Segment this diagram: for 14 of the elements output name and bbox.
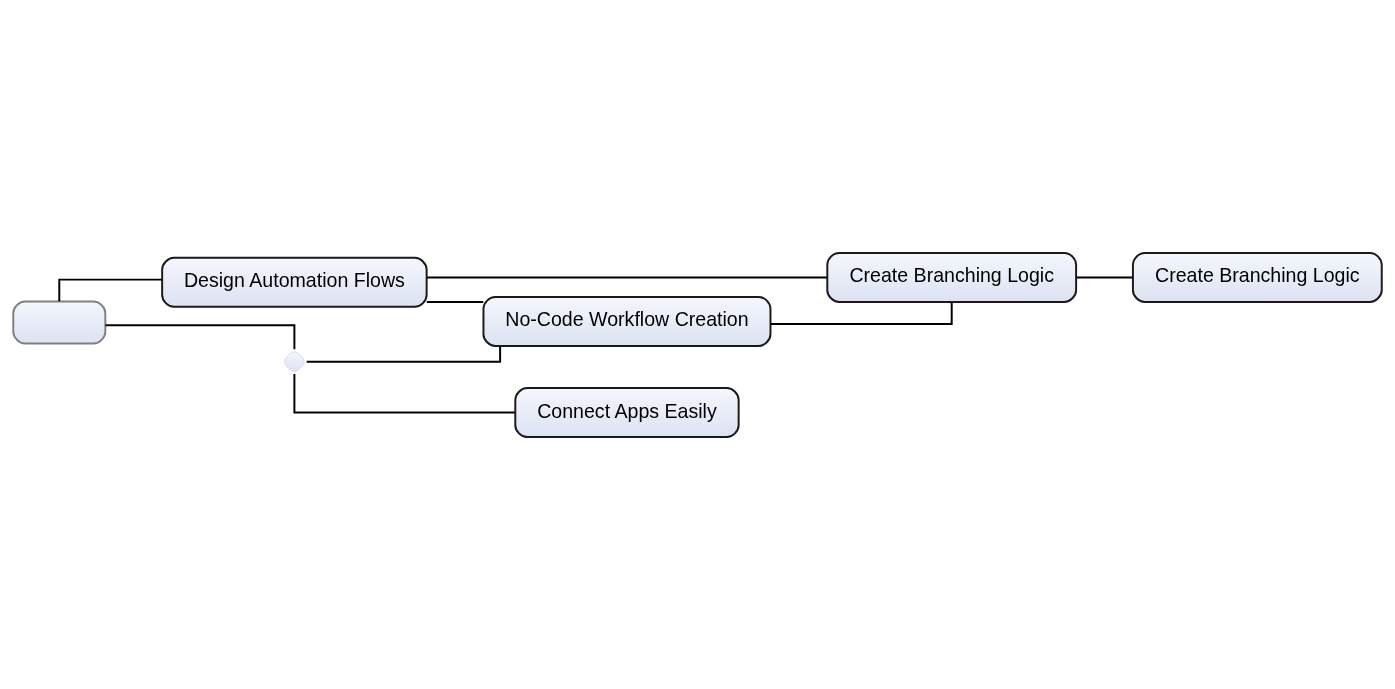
node-box: Design Automation Flows [161, 256, 428, 308]
connector [425, 300, 485, 303]
node-box [12, 299, 107, 344]
node-box: Create Branching Logic [1131, 251, 1383, 303]
node-box: No-Code Workflow Creation [482, 295, 772, 347]
connector [104, 323, 296, 350]
connector [1075, 275, 1134, 278]
connector [293, 372, 516, 414]
node-box: Connect Apps Easily [514, 386, 740, 438]
connector [426, 275, 829, 278]
connector [769, 300, 953, 325]
node-box: Create Branching Logic [826, 251, 1078, 303]
connector [58, 278, 164, 302]
node-diamond [284, 350, 305, 372]
